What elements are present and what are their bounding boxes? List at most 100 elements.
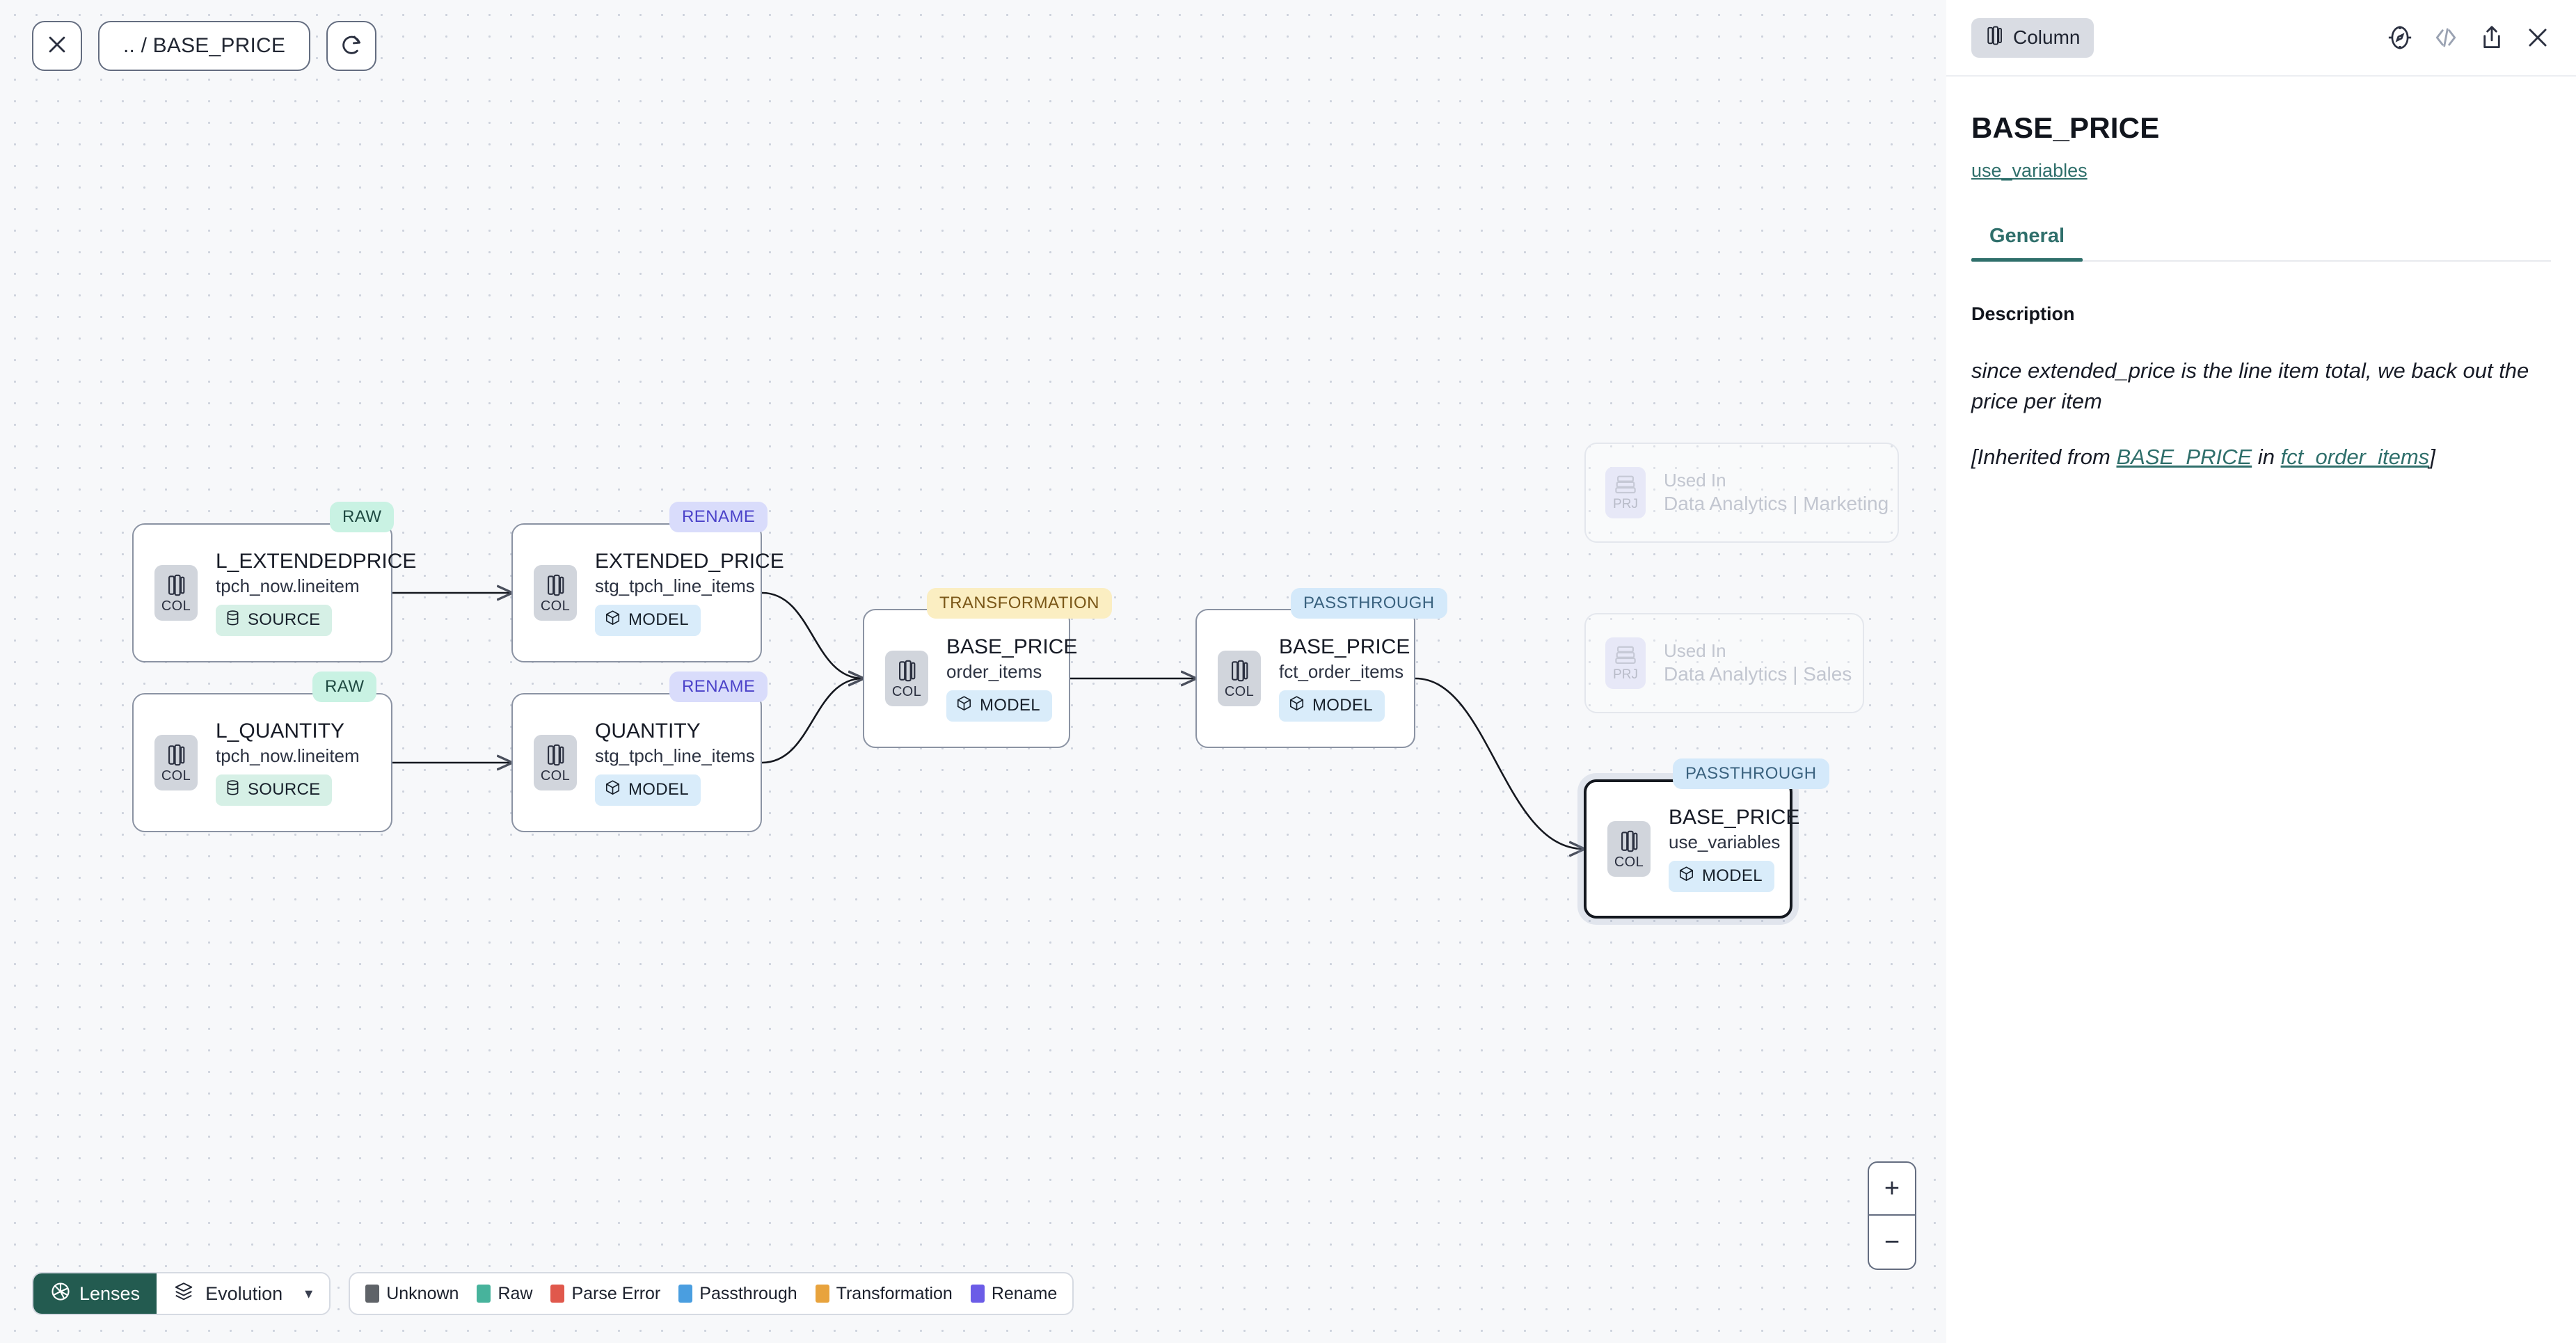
legend-label: Transformation [836,1283,953,1303]
legend-item-raw: Raw [477,1284,532,1304]
node-title: BASE_PRICE [1279,635,1410,659]
zoom-in-button[interactable]: + [1869,1163,1915,1216]
zoom-out-button[interactable]: − [1869,1216,1915,1269]
node-kind-label: MODEL [1312,696,1373,715]
column-icon-label: COL [540,768,571,784]
column-icon-label: COL [161,598,191,614]
cube-icon [605,610,621,631]
node-kind-label: SOURCE [248,780,321,800]
legend-item-unknown: Unknown [365,1284,459,1304]
node-tag-transformation[interactable]: TRANSFORMATION [927,588,1112,619]
column-icon: COL [154,735,198,790]
inherited-column-link[interactable]: BASE_PRICE [2116,445,2252,470]
used-in-value: Data Analytics | Marketing [1664,493,1889,515]
lenses-label: Lenses [79,1282,141,1304]
used-in-label: Used In [1664,639,1726,661]
legend-label: Passthrough [699,1283,797,1303]
inherited-mid: in [2252,445,2281,470]
graph-node-use_variables[interactable]: COL BASE_PRICE use_variables MODEL [1584,779,1799,919]
node-kind-pill: MODEL [1669,860,1774,892]
graph-node-fct_order_items[interactable]: COL BASE_PRICE fct_order_items MODEL [1195,609,1415,748]
close-button[interactable] [32,21,82,71]
description-label: Description [1971,303,2075,324]
graph-node-quantity[interactable]: COL QUANTITY stg_tpch_line_items MODEL [511,693,762,832]
node-subtitle: stg_tpch_line_items [595,745,755,766]
inherited-suffix: ] [2429,445,2435,470]
column-icon-label: COL [540,598,571,614]
legend-item-rename: Rename [970,1284,1057,1304]
evolution-button[interactable]: Evolution ▾ [157,1273,330,1314]
chevron-down-icon: ▾ [305,1285,313,1302]
share-icon[interactable] [2479,24,2505,51]
node-tag-rename[interactable]: RENAME [669,502,768,532]
column-icon: COL [885,651,928,706]
breadcrumb-button[interactable]: .. / BASE_PRICE [98,21,311,71]
legend-label: Parse Error [571,1283,661,1303]
code-icon[interactable] [2433,24,2459,51]
canvas-toolbar: .. / BASE_PRICE [32,21,377,71]
panel-tabs: General [1971,225,2551,262]
description-text: since extended_price is the line item to… [1971,358,2529,414]
cube-icon [1678,866,1694,887]
legend-label: Unknown [386,1283,459,1303]
used-in-card[interactable]: PRJ Used In Data Analytics | Marketing [1584,443,1899,543]
graph-node-extended_price[interactable]: COL EXTENDED_PRICE stg_tpch_line_items M… [511,523,784,662]
details-panel: Column BASE_PRICE use_variables Gene [1946,0,2576,1343]
graph-node-l_quantity[interactable]: COL L_QUANTITY tpch_now.lineitem SOURCE [132,693,392,832]
close-icon [45,33,69,60]
node-tag-passthrough[interactable]: PASSTHROUGH [1673,758,1829,789]
refresh-button[interactable] [326,21,377,71]
parent-model-link[interactable]: use_variables [1971,160,2088,181]
project-icon-label: PRJ [1613,667,1638,682]
column-icon: COL [1218,651,1261,706]
node-tag-raw[interactable]: RAW [330,502,395,532]
inherited-prefix: [Inherited from [1971,445,2117,470]
graph-node-l_extendedprice[interactable]: COL L_EXTENDEDPRICE tpch_now.lineitem SO… [132,523,416,662]
column-icon [1985,25,2003,51]
column-icon-label: COL [891,683,922,699]
lineage-canvas[interactable]: .. / BASE_PRICE [0,0,1946,1343]
used-in-card[interactable]: PRJ Used In Data Analytics | Sales [1584,613,1864,713]
legend-swatch [550,1285,565,1303]
layers-icon [173,1281,194,1307]
minus-icon: − [1884,1227,1900,1257]
column-icon-label: COL [1224,683,1255,699]
aperture-icon [50,1281,71,1307]
entity-type-label: Column [2013,26,2081,48]
lens-group: Lenses Evolution ▾ [32,1272,331,1315]
node-kind-pill: MODEL [595,774,701,806]
node-title: BASE_PRICE [1669,806,1800,829]
inherited-model-link[interactable]: fct_order_items [2280,445,2430,470]
column-icon: COL [1607,821,1651,877]
node-kind-pill: SOURCE [216,774,333,806]
inherited-note: [Inherited from BASE_PRICE in fct_order_… [1971,445,2551,470]
node-kind-pill: SOURCE [216,604,333,636]
lineage-legend: Unknown Raw Parse Error Passthrough Tran… [349,1272,1074,1315]
panel-actions [2387,24,2551,51]
cube-icon [956,695,972,717]
node-subtitle: fct_order_items [1279,660,1404,682]
used-in-value: Data Analytics | Sales [1664,663,1852,685]
node-kind-pill: MODEL [595,604,701,636]
compass-icon[interactable] [2387,24,2413,51]
node-kind-label: SOURCE [248,610,321,630]
close-icon[interactable] [2525,24,2551,51]
project-icon-label: PRJ [1613,497,1638,511]
node-title: QUANTITY [595,720,701,743]
tab-general[interactable]: General [1971,225,2083,262]
node-tag-passthrough[interactable]: PASSTHROUGH [1291,588,1447,619]
node-tag-rename[interactable]: RENAME [669,672,768,702]
graph-node-order_items[interactable]: COL BASE_PRICE order_items MODEL [863,609,1077,748]
node-tag-raw[interactable]: RAW [312,672,377,702]
node-subtitle: stg_tpch_line_items [595,575,755,596]
node-subtitle: tpch_now.lineitem [216,575,360,596]
legend-swatch [477,1285,491,1303]
cube-icon [1289,695,1305,717]
evolution-label: Evolution [205,1282,283,1304]
node-title: L_EXTENDEDPRICE [216,550,417,573]
node-title: EXTENDED_PRICE [595,550,784,573]
lenses-button[interactable]: Lenses [33,1273,157,1314]
legend-swatch [678,1285,693,1303]
entity-type-badge[interactable]: Column [1971,17,2094,58]
node-kind-label: MODEL [628,610,689,630]
